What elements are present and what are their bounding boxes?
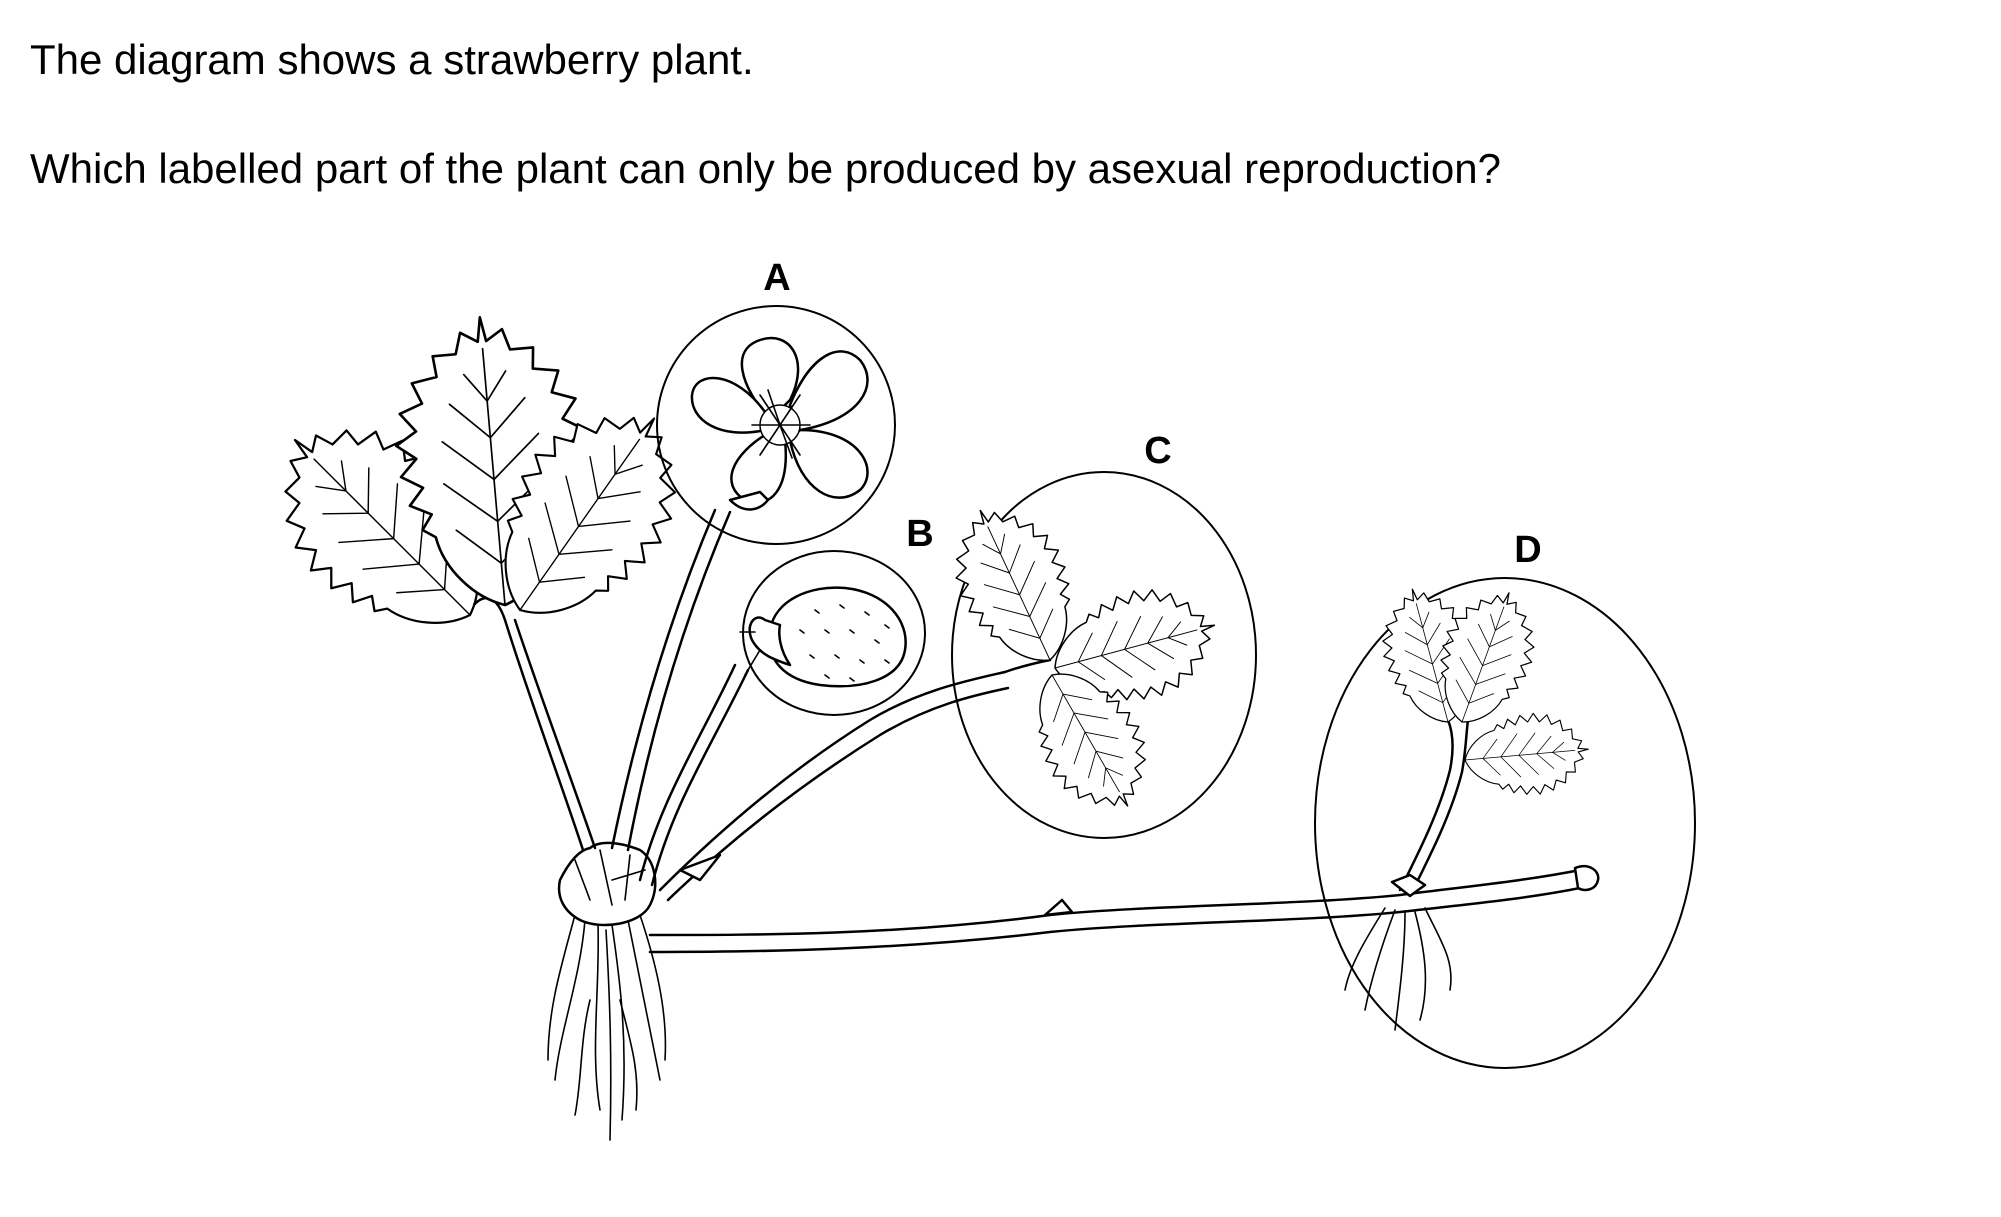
label-c: C <box>1144 430 1171 472</box>
flower-stalk <box>610 508 732 852</box>
label-b: B <box>906 513 933 555</box>
parent-leaves <box>236 307 718 852</box>
question-prompt: Which labelled part of the plant can onl… <box>30 145 1501 192</box>
circle-d <box>1314 577 1696 1069</box>
part-a-flower <box>656 305 896 545</box>
part-c-leaves <box>930 471 1257 839</box>
circle-b <box>742 550 926 716</box>
leaf-stalk <box>658 670 1010 902</box>
runner-stolon <box>648 864 1600 954</box>
fruit-stalk <box>638 663 750 887</box>
label-d: D <box>1514 529 1541 571</box>
part-d-plantlet <box>1314 576 1696 1069</box>
parent-roots <box>547 914 667 1141</box>
circle-c <box>951 471 1257 839</box>
part-b-fruit <box>739 550 926 716</box>
label-a: A <box>763 257 790 299</box>
parent-crown <box>557 841 657 927</box>
circle-a <box>656 305 896 545</box>
question-intro: The diagram shows a strawberry plant. <box>30 36 754 83</box>
fruit-seeds <box>799 604 890 682</box>
